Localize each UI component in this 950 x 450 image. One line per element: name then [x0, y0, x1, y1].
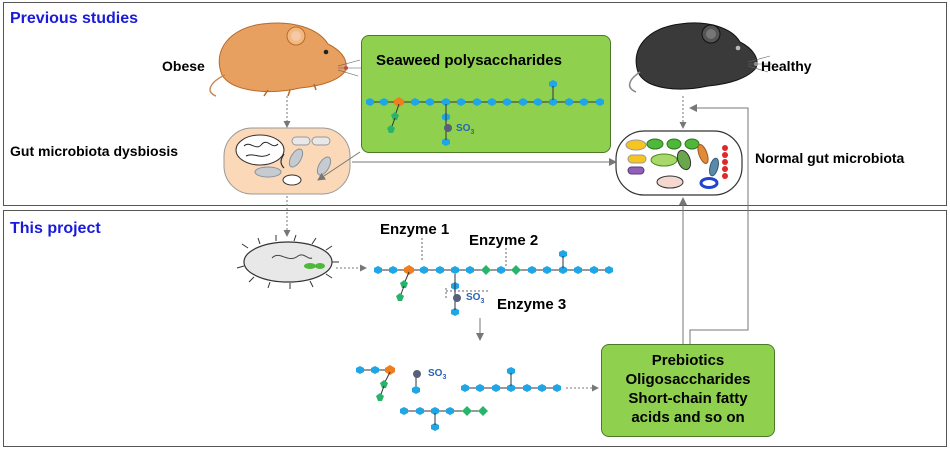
dysbiosis-gut-icon	[223, 127, 351, 195]
normal-microbiota-label: Normal gut microbiota	[755, 150, 905, 166]
products-line-prebiotics: Prebiotics	[651, 352, 725, 369]
products-text: Prebiotics Oligosaccharides Short-chain …	[602, 351, 774, 427]
healthy-mouse-icon	[628, 22, 772, 93]
flow-arrows	[283, 96, 749, 392]
sulfate-label-project: SO3	[466, 292, 485, 305]
sulfate-label-fragment: SO3	[428, 368, 447, 381]
products-line-scfa: Short-chain fatty	[628, 390, 748, 407]
dysbiosis-label: Gut microbiota dysbiosis	[10, 143, 179, 159]
sulfate-label-seaweed: SO3	[456, 123, 475, 136]
seaweed-polysaccharides-box: Seaweed polysaccharides	[361, 35, 611, 153]
products-line-oligosaccharides: Oligosaccharides	[625, 371, 751, 388]
enzyme-3-label: Enzyme 3	[497, 296, 567, 313]
normal-gut-icon	[615, 130, 743, 196]
this-project-panel	[3, 210, 947, 447]
products-line-scfa-cont: acids and so on	[631, 409, 745, 426]
seaweed-chain-icon	[366, 80, 604, 146]
bacterium-icon	[236, 234, 339, 289]
oligosaccharide-fragments-icon	[356, 365, 561, 431]
seaweed-polysaccharides-label: Seaweed polysaccharides	[376, 52, 562, 69]
obese-mouse-icon	[209, 22, 362, 97]
healthy-label: Healthy	[761, 58, 812, 74]
this-project-title: This project	[10, 220, 101, 237]
obese-label: Obese	[162, 58, 205, 74]
enzyme-1-label: Enzyme 1	[380, 221, 450, 238]
products-box: Prebiotics Oligosaccharides Short-chain …	[601, 344, 775, 437]
previous-studies-title: Previous studies	[10, 10, 139, 27]
enzyme-2-label: Enzyme 2	[469, 232, 539, 249]
project-chain-icon	[374, 238, 613, 316]
